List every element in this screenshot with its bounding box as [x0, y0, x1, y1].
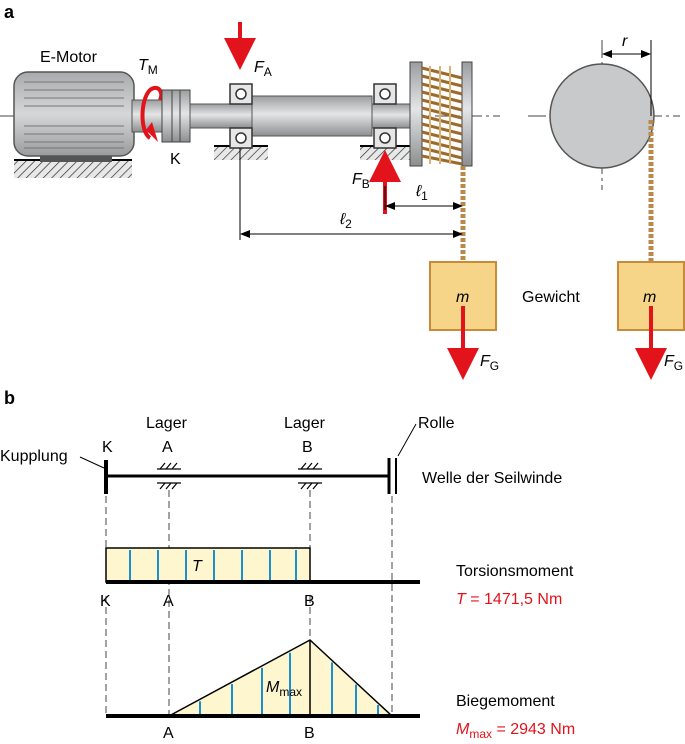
torque-symbol: TM [138, 57, 158, 77]
weight-label: Gewicht [522, 289, 580, 306]
coupling [161, 89, 191, 143]
bearing-a-symbol [157, 462, 181, 490]
bending-axis-b: B [304, 725, 315, 742]
bending-axis-a: A [163, 725, 174, 742]
coupling-label: K [170, 151, 181, 168]
bending-value: Mmax = 2943 Nm [456, 721, 575, 741]
torsion-axis-b: B [304, 593, 315, 610]
kupplung-label: Kupplung [0, 448, 68, 465]
bending-title: Biegemoment [456, 693, 555, 710]
torsion-value: T = 1471,5 Nm [456, 591, 562, 608]
torsion-hatch-lines [129, 550, 297, 580]
radius-symbol: r [622, 33, 628, 50]
drum-side-view [549, 63, 655, 169]
torque-subscript: M [148, 63, 158, 77]
torsion-symbol: T [192, 558, 203, 575]
mass-left-symbol: m [456, 289, 469, 306]
lager-b-label: Lager [284, 415, 326, 432]
panel-a-label: a [4, 2, 15, 22]
bending-diagram [106, 639, 420, 718]
welle-label: Welle der Seilwinde [422, 470, 562, 487]
bending-symbol: Mmax [266, 679, 302, 699]
rope-drum [409, 61, 473, 167]
l1-subscript: 1 [421, 189, 428, 203]
bending-subscript: max [279, 685, 302, 699]
shaft-collar [251, 95, 373, 137]
projection-lines [105, 490, 393, 716]
l2-subscript: 2 [345, 217, 352, 231]
rolle-label: Rolle [418, 415, 455, 432]
torsion-diagram [105, 547, 420, 584]
l2-symbol: ℓ2 [339, 211, 352, 231]
bearing-b-symbol [298, 462, 322, 490]
fg-left-symbol: FG [480, 353, 499, 373]
torsion-title: Torsionsmoment [456, 563, 574, 580]
force-a-symbol: FA [254, 59, 272, 79]
k-top-label: K [102, 439, 113, 456]
torque-arrowhead [146, 122, 158, 142]
bearing-a [214, 83, 268, 160]
fg-right-subscript: G [674, 359, 683, 373]
rolle-leader [397, 423, 417, 457]
lager-a-label: Lager [146, 415, 188, 432]
mass-right-symbol: m [643, 289, 656, 306]
motor-label: E-Motor [40, 49, 98, 66]
fg-right-symbol: FG [664, 353, 683, 373]
panel-b-label: b [4, 388, 15, 408]
l1-symbol: ℓ1 [415, 183, 428, 203]
electric-motor [13, 71, 163, 178]
a-top-label: A [162, 439, 173, 456]
force-b-subscript: B [362, 177, 370, 191]
torsion-axis-k: K [100, 593, 111, 610]
fg-left-subscript: G [490, 359, 499, 373]
force-a-subscript: A [264, 65, 272, 79]
bending-hatch-lines [199, 652, 379, 714]
kupplung-leader [79, 456, 105, 469]
torsion-axis-a: A [163, 593, 174, 610]
force-b-symbol: FB [352, 171, 370, 191]
b-top-label: B [302, 439, 313, 456]
torque-arrow [140, 85, 164, 140]
